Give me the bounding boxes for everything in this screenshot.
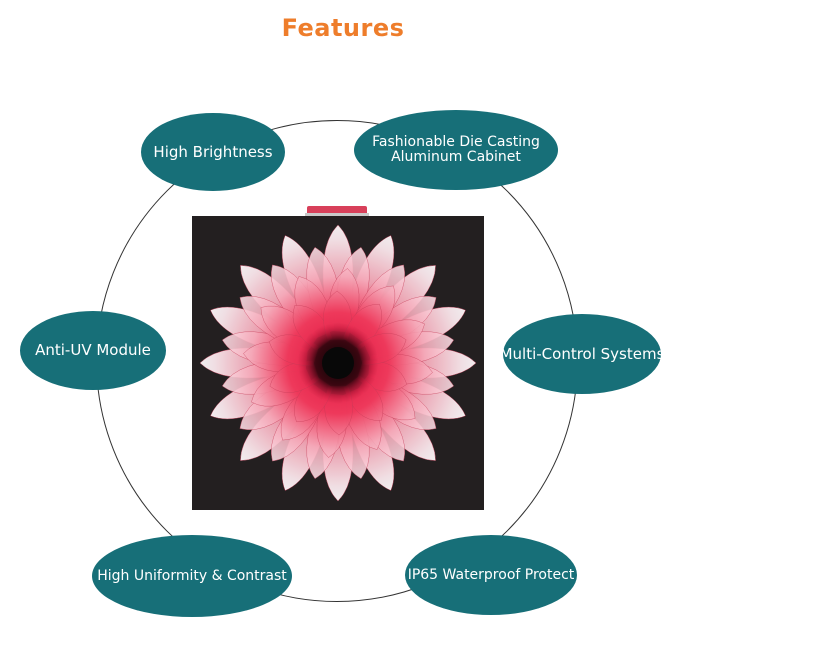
feature-label: IP65 Waterproof Protect [407,566,575,583]
features-title: Features [281,14,405,42]
feature-label: Multi-Control Systems [499,344,665,363]
feature-label-line1: Fashionable Die Casting [372,134,540,150]
led-cabinet-illustration [192,206,484,510]
feature-ip65-waterproof: IP65 Waterproof Protect [405,535,577,615]
led-cabinet-image [191,203,485,511]
cabinet-handle [307,206,367,215]
feature-label-line2: Aluminum Cabinet [391,149,521,165]
feature-label: High Uniformity & Contrast [97,567,287,584]
feature-uniformity-contrast: High Uniformity & Contrast [92,535,292,617]
feature-label: Anti-UV Module [35,341,151,359]
feature-high-brightness: High Brightness [141,113,285,191]
feature-multi-control: Multi-Control Systems [500,314,664,394]
feature-label: High Brightness [153,142,273,161]
feature-die-casting-cabinet: Fashionable Die Casting Aluminum Cabinet [354,110,558,190]
feature-anti-uv: Anti-UV Module [20,311,166,390]
